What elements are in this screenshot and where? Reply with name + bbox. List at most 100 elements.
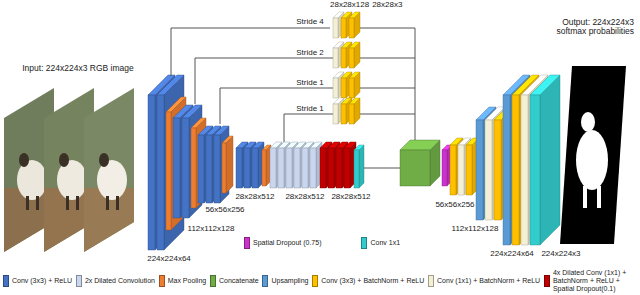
photo-ground (84, 88, 134, 252)
legend-swatch (312, 275, 318, 287)
legend-swatch (361, 237, 367, 249)
plate-front (310, 148, 316, 188)
plate-top (349, 42, 360, 48)
layer-plate (458, 138, 471, 195)
legend-text: Conv (3x3) + ReLU (12, 277, 72, 285)
input-image: Input: 224x224x3 RGB image (8, 64, 148, 259)
concat-bus (415, 28, 416, 140)
plate-top (349, 12, 360, 18)
plate-side (212, 126, 221, 203)
sheep-head (99, 153, 109, 167)
sheep-leg (106, 196, 109, 210)
legend-swatch (159, 275, 165, 287)
legend-swatch (3, 275, 9, 287)
legend-row: Spatial Dropout (0.75) Conv 1x1 (244, 237, 400, 249)
plate-front (530, 95, 540, 245)
layer-plate (349, 72, 360, 98)
plate-front (349, 48, 354, 68)
legend-row: Conv (3x3) + ReLU2x Dilated ConvolutionM… (3, 267, 637, 294)
plate-front (354, 150, 359, 188)
plate-top (222, 136, 233, 143)
plate-top (262, 145, 271, 150)
plate-top (344, 142, 356, 148)
legend-text: 4x Dilated Conv (1x1) + BatchNorm + ReLU… (553, 269, 637, 293)
legend-item: Concatenate (210, 275, 259, 287)
branch-wire (360, 88, 415, 89)
plate-top (530, 75, 560, 95)
mask-ground (560, 66, 626, 244)
plate-front (341, 48, 346, 68)
layer-plate (400, 140, 440, 186)
plate-front (294, 148, 300, 188)
plate-front (458, 145, 464, 195)
plate-front (450, 145, 456, 195)
plate-front (198, 135, 204, 203)
sheep-leg (26, 196, 29, 210)
plate-front (166, 112, 171, 230)
legend-swatch (210, 275, 216, 287)
decoder-block: 224x224x64 (488, 85, 536, 259)
plate-front (512, 95, 519, 245)
branch-block: 28x28x12828x28x3 (330, 1, 408, 41)
plate-top (349, 72, 360, 78)
legend-swatch (428, 275, 434, 287)
plate-top (157, 75, 184, 95)
dimension-label: 112x112x128 (452, 225, 499, 234)
skip-connection (171, 28, 330, 76)
plate-front (252, 148, 258, 188)
layer-plate (354, 145, 364, 188)
plate-front (302, 148, 308, 188)
plate-front (320, 148, 326, 188)
mask-sheep (581, 112, 595, 132)
plate-front (244, 148, 250, 188)
dimension-label: 224x224x64 (490, 250, 534, 259)
layer-plate (349, 98, 360, 124)
branch-wire (360, 28, 415, 29)
plate-front (191, 128, 196, 208)
plate-front (349, 104, 354, 124)
layer-plate (512, 75, 539, 245)
stride-label: Stride 1 (295, 104, 325, 113)
plate-front (148, 95, 155, 250)
legend-swatch (262, 275, 268, 287)
stride-label: Stride 4 (295, 17, 325, 26)
layer-plate (450, 138, 463, 195)
encoder-wire (364, 168, 400, 169)
plate-front (494, 120, 501, 220)
plate-front (442, 150, 447, 186)
layer-plate (262, 145, 271, 186)
sheep-leg (66, 196, 69, 210)
legend-text: Conv (3x3) + BatchNorm + ReLU (321, 277, 424, 285)
stride-wire (220, 88, 333, 124)
legend-text: 2x Dilated Convolution (85, 277, 155, 285)
legend-item: Conv (3x3) + BatchNorm + ReLU (312, 275, 424, 287)
plate-top (182, 105, 202, 118)
stride-label: Stride 2 (295, 48, 325, 57)
mask-sheep (597, 186, 601, 208)
dimension-label: 28x28x3 (372, 1, 402, 10)
encoder-block: 56x56x256 (204, 126, 246, 215)
plate-front (333, 104, 338, 124)
legend-item: Conv 1x1 (361, 237, 400, 249)
legend-swatch (76, 275, 82, 287)
layer-plate (349, 12, 360, 38)
plate-front (278, 148, 284, 188)
plate-front (341, 18, 346, 38)
output-mask: Output: 224x224x3 softmax probabilities (534, 18, 634, 248)
sheep-head (59, 153, 69, 167)
output-layer: 224x224x3 (540, 85, 582, 259)
legend-text: Spatial Dropout (0.75) (253, 239, 321, 247)
decoder-block: 112x112x128 (450, 112, 500, 234)
plate-front (328, 148, 334, 188)
dimension-label: 224x224x3 (541, 250, 580, 259)
dimension-label: 112x112x128 (188, 225, 235, 234)
legend-text: Concatenate (219, 277, 259, 285)
dimension-label: 56x56x256 (435, 201, 474, 210)
dimension-label: 224x224x64 (147, 255, 191, 264)
sheep-leg (76, 196, 79, 210)
plate-front (157, 95, 164, 250)
dimension-label: 56x56x256 (205, 206, 244, 215)
plate-side (204, 126, 213, 203)
mask-sheep (583, 186, 587, 208)
